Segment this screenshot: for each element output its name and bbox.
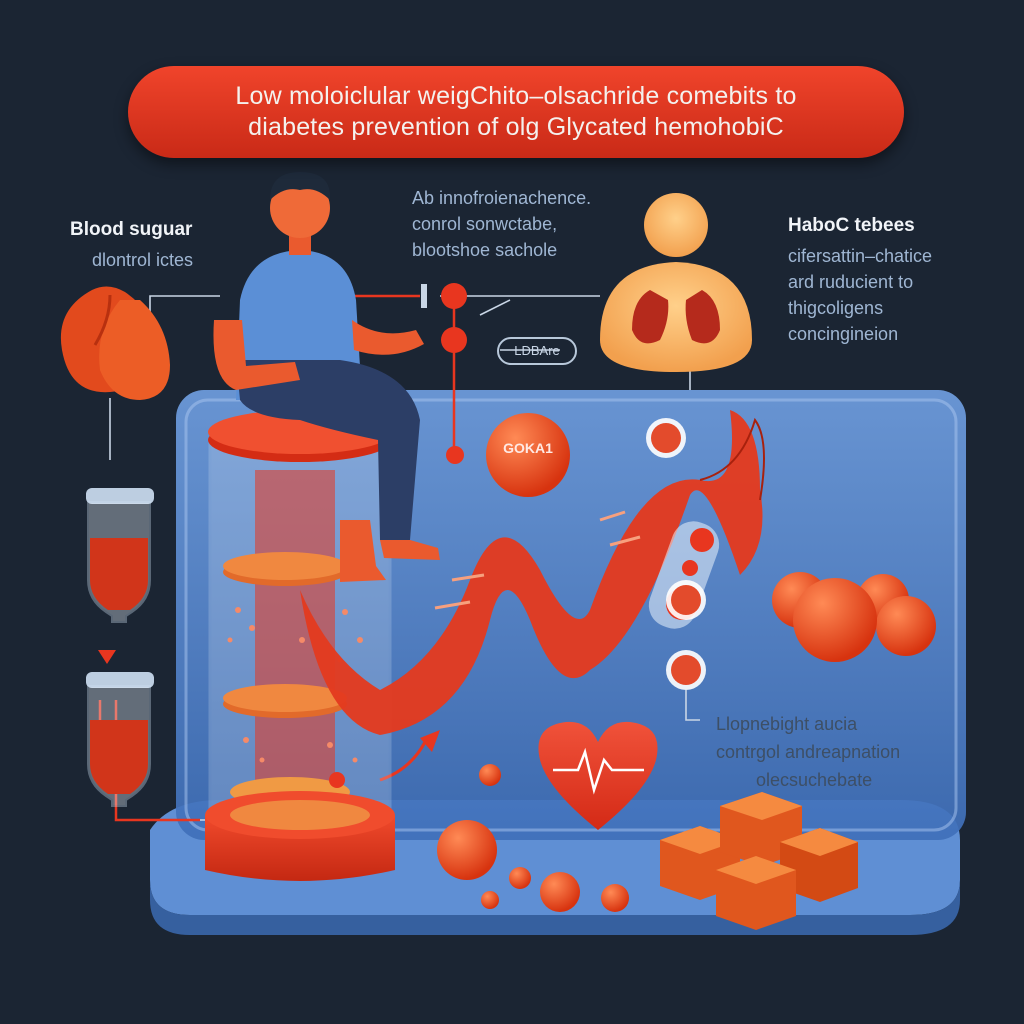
title-banner: Low moloiclular weigChito–olsachride com… bbox=[128, 66, 904, 158]
arrow-head bbox=[420, 730, 440, 752]
heart-icon bbox=[538, 721, 658, 830]
right-line-2: ard ruducient to bbox=[788, 272, 914, 292]
person-figure bbox=[213, 172, 440, 582]
right-line-3: thigcoligens bbox=[788, 298, 884, 318]
ribbon-marks bbox=[434, 510, 641, 610]
center-line-1: Ab innofroienachence. bbox=[412, 188, 592, 208]
right-line-4: concingineion bbox=[788, 324, 899, 344]
arrow-line bbox=[379, 741, 427, 782]
right-line-1: cifersattin–chatice bbox=[788, 246, 933, 266]
left-subheading: dlontrol ictes bbox=[92, 250, 194, 270]
ribbon-path bbox=[300, 410, 763, 735]
bottom-right-line-3: olecsuchebate bbox=[756, 770, 873, 790]
goka-label: GOKA1 bbox=[503, 440, 553, 456]
right-heading: HaboC tebees bbox=[788, 215, 915, 236]
left-heading: Blood suguar bbox=[70, 219, 193, 240]
spheres-cluster bbox=[772, 572, 936, 662]
goka-bubble bbox=[486, 413, 570, 497]
ribbon-fold bbox=[699, 417, 765, 501]
title-line-2: diabetes prevention of olg Glycated hemo… bbox=[248, 113, 784, 141]
center-line-2: conrol sonwctabe, bbox=[412, 214, 558, 234]
organ-icon bbox=[60, 286, 170, 400]
title-line-1: Low moloiclular weigChito–olsachride com… bbox=[235, 82, 797, 110]
ldba-tag: LDBAre bbox=[497, 337, 577, 365]
cylinder-column bbox=[205, 410, 395, 881]
cubes-icon bbox=[660, 792, 858, 930]
torso-icon bbox=[600, 193, 752, 372]
test-tube-icon bbox=[86, 488, 154, 623]
arrow-down-icon bbox=[98, 650, 116, 664]
node-dots bbox=[329, 283, 467, 788]
bottom-right-line-2: contrgol andreapnation bbox=[716, 742, 901, 762]
small-spheres bbox=[437, 764, 629, 912]
connector-bar bbox=[421, 284, 427, 308]
globule-icon bbox=[646, 418, 706, 690]
bottom-right-line-1: Llopnebight aucia bbox=[716, 714, 858, 734]
test-tube-icon bbox=[86, 672, 154, 807]
center-line-3: blootshoe sachole bbox=[412, 240, 558, 260]
